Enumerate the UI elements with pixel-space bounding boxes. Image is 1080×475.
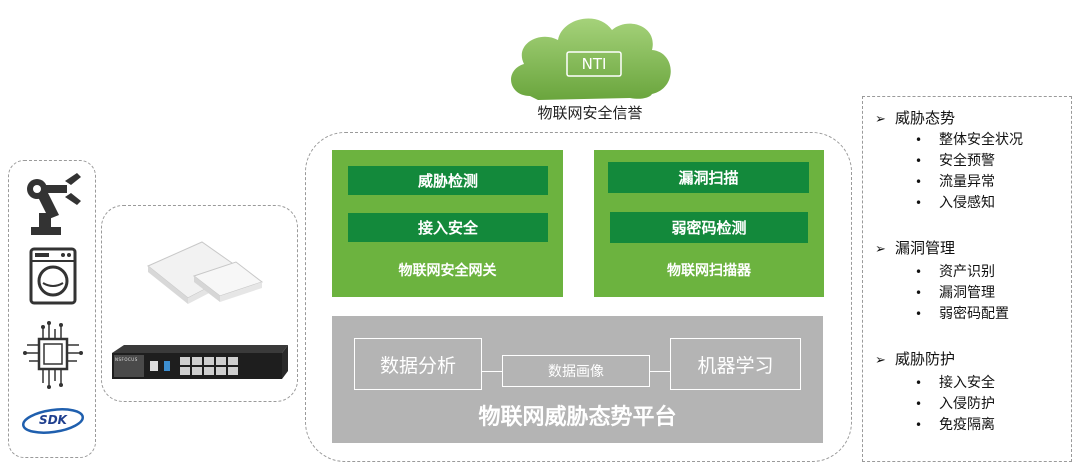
- section-vuln-management: ➢漏洞管理: [875, 239, 956, 257]
- platform-title: 物联网威胁态势平台: [478, 405, 677, 430]
- list-item: •整体安全状况: [915, 132, 1023, 148]
- list-item: •漏洞管理: [915, 285, 995, 301]
- gateway-bar-access-security: 接入安全: [348, 213, 548, 242]
- network-appliance-image: [112, 345, 288, 379]
- data-analysis-box: 数据分析: [354, 338, 482, 390]
- robot-arm-icon: [27, 173, 81, 235]
- connector-line-left: [482, 371, 502, 372]
- list-item: •弱密码配置: [915, 306, 1009, 322]
- arrow-bullet-icon: ➢: [875, 242, 886, 257]
- list-item: •接入安全: [915, 375, 995, 391]
- data-profile-box: 数据画像: [502, 355, 650, 387]
- machine-learning-box: 机器学习: [670, 338, 801, 390]
- feature-list-panel: ➢威胁态势 •整体安全状况 •安全预警 •流量异常 •入侵感知 ➢漏洞管理 •资…: [862, 96, 1072, 462]
- arrow-bullet-icon: ➢: [875, 112, 886, 127]
- device-column: SDK: [8, 160, 96, 458]
- security-gateway-panel: 威胁检测 接入安全 物联网安全网关: [332, 150, 563, 297]
- cloud-badge: NTI: [581, 55, 607, 73]
- connector-line-right: [650, 371, 670, 372]
- scanner-panel: 漏洞扫描 弱密码检测 物联网扫描器: [594, 150, 824, 297]
- platform-container: [305, 132, 852, 462]
- list-item: •入侵防护: [915, 396, 995, 412]
- arrow-bullet-icon: ➢: [875, 353, 886, 368]
- section-threat-situation: ➢威胁态势: [875, 109, 956, 127]
- list-item: •免疫隔离: [915, 417, 995, 433]
- access-point-image: [147, 241, 264, 304]
- scanner-bar-weak-password: 弱密码检测: [610, 212, 808, 243]
- section-threat-protection: ➢威胁防护: [875, 350, 956, 368]
- gateway-title: 物联网安全网关: [398, 263, 497, 279]
- list-item: •安全预警: [915, 153, 995, 169]
- scanner-bar-vuln-scan: 漏洞扫描: [608, 162, 809, 193]
- list-item: •入侵感知: [915, 195, 995, 211]
- scanner-title: 物联网扫描器: [667, 263, 751, 279]
- list-item: •资产识别: [915, 264, 995, 280]
- hardware-panel: NSFOCUS: [101, 205, 298, 402]
- washing-machine-icon: [29, 247, 77, 305]
- gateway-bar-threat-detection: 威胁检测: [348, 166, 548, 195]
- cloud-label: 物联网安全信誉: [537, 104, 643, 122]
- list-item: •流量异常: [915, 174, 995, 190]
- cloud-icon: [511, 18, 671, 100]
- chip-icon: [23, 321, 83, 389]
- threat-platform-panel: 数据分析 数据画像 机器学习 物联网威胁态势平台: [332, 316, 823, 443]
- sdk-icon: [22, 408, 84, 434]
- sdk-label: SDK: [39, 413, 67, 427]
- appliance-brand: NSFOCUS: [115, 357, 138, 362]
